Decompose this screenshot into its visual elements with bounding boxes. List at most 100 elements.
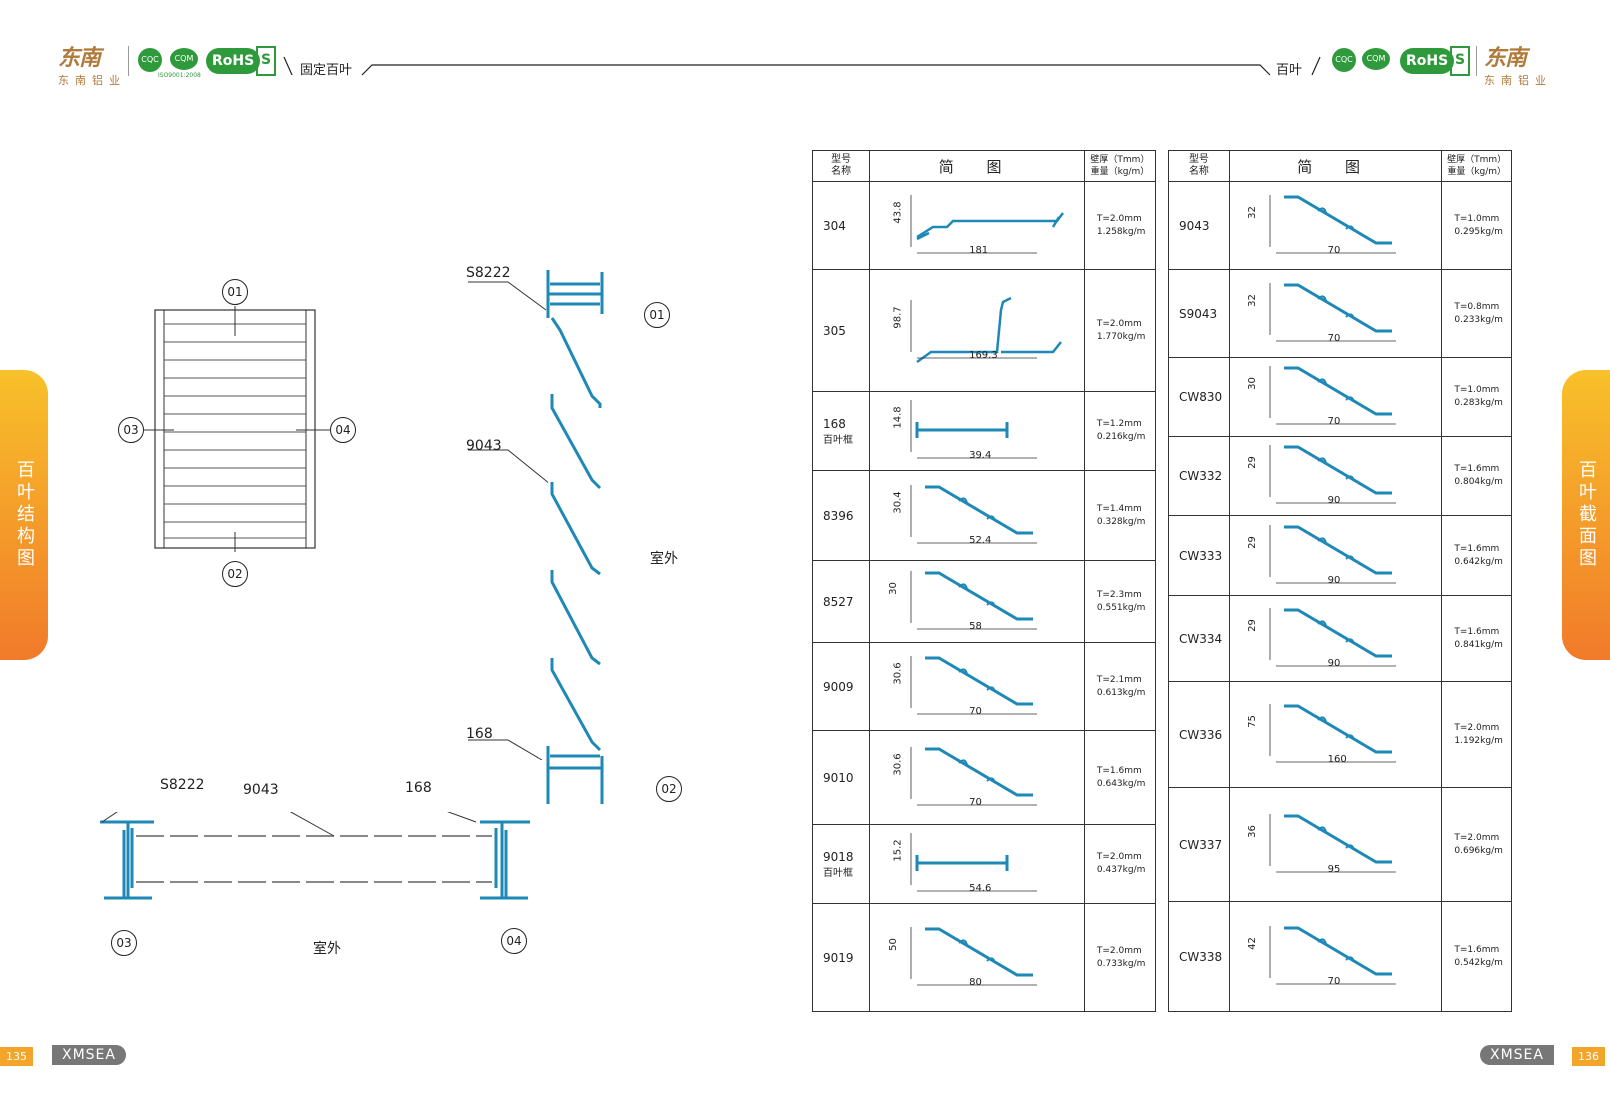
dim-height: 29 xyxy=(1246,618,1258,632)
spec-cell: T=1.0mm 0.283kg/m xyxy=(1441,357,1512,437)
logo-divider xyxy=(128,46,129,76)
model-cell: CW334 xyxy=(1168,595,1230,682)
model-code: 9009 xyxy=(823,679,854,694)
table-row: CW334 29 90 T=1.6mm 0.841kg/m xyxy=(1168,595,1512,682)
page-title-right: 百叶 xyxy=(1276,63,1303,78)
table-row: 9009 30.6 70 T=2.1mm 0.613kg/m xyxy=(811,642,1157,731)
table-row: S9043 32 70 T=0.8mm 0.233kg/m xyxy=(1168,269,1512,358)
wall-thickness: T=0.8mm xyxy=(1454,301,1500,312)
dim-length: 169.3 xyxy=(969,349,998,361)
profile-drawing xyxy=(1269,524,1396,583)
model-cell: 8527 xyxy=(811,560,871,643)
model-sub: 百叶框 xyxy=(823,867,853,879)
model-cell: 168 百叶框 xyxy=(811,391,871,471)
model-code: CW336 xyxy=(1179,727,1223,742)
model-cell: 9010 xyxy=(811,730,871,825)
wall-thickness: T=2.0mm xyxy=(1096,213,1142,224)
figure-cell: 98.7 169.3 xyxy=(869,269,1085,392)
figure-cell: 36 95 xyxy=(1228,787,1443,902)
model-cell: CW333 xyxy=(1168,515,1230,596)
profile-table-right: 型号名称 简 图 壁厚（Tmm）重量（kg/m） 9043 32 70 T=1.… xyxy=(1168,150,1512,1012)
dim-height: 30 xyxy=(1246,377,1258,390)
unit-weight: 0.437kg/m xyxy=(1096,865,1146,875)
header-figure-cell: 简 图 xyxy=(869,150,1085,182)
dim-length: 90 xyxy=(1327,495,1341,506)
model-cell: 9009 xyxy=(811,642,871,731)
dim-length: 70 xyxy=(969,796,982,808)
dim-length: 90 xyxy=(1327,574,1341,586)
dim-length: 70 xyxy=(1327,244,1341,256)
wall-thickness: T=1.2mm xyxy=(1096,419,1142,429)
table-row: CW337 36 95 T=2.0mm 0.696kg/m xyxy=(1168,787,1512,902)
header-spec-cell: 壁厚（Tmm）重量（kg/m） xyxy=(1441,150,1512,182)
spec-cell: T=2.3mm 0.551kg/m xyxy=(1083,560,1157,643)
model-cell: 9018 百叶框 xyxy=(811,824,871,904)
spec-cell: T=2.0mm 1.770kg/m xyxy=(1083,269,1157,392)
footer-brand-left: XMSEA xyxy=(52,1045,126,1065)
figure-cell: 29 90 xyxy=(1228,595,1443,682)
model-cell: 305 xyxy=(811,269,871,392)
marker-04-plan: 04 xyxy=(501,928,527,954)
cert-badge-right-icon: CQC xyxy=(1332,48,1356,72)
header-spec-line1: 壁厚（Tmm） xyxy=(1090,155,1150,165)
header-model-line1: 型号 xyxy=(1188,154,1209,165)
wall-thickness: T=2.0mm xyxy=(1096,318,1142,329)
dim-height: 30.4 xyxy=(892,490,904,514)
label-168-plan: 168 xyxy=(405,780,432,796)
table-row: 305 98.7 169.3 T=2.0mm 1.770kg/m xyxy=(811,269,1157,392)
dim-length: 58 xyxy=(969,620,982,632)
profile-drawing xyxy=(1269,925,1396,984)
table-row: 9019 50 80 T=2.0mm 0.733kg/m xyxy=(811,903,1157,1012)
model-code: 8396 xyxy=(823,508,854,523)
model-cell: 8396 xyxy=(811,470,871,561)
model-code: S9043 xyxy=(1179,306,1218,321)
profile-drawing xyxy=(1269,445,1396,504)
left-logo: 东南 东南铝业 xyxy=(58,40,126,88)
model-code: 304 xyxy=(823,218,846,233)
header-spec-cell: 壁厚（Tmm）重量（kg/m） xyxy=(1083,150,1157,182)
right-logo: 东南 东南铝业 xyxy=(1484,40,1552,88)
figure-cell: 75 160 xyxy=(1228,681,1443,788)
table-row: CW333 29 90 T=1.6mm 0.642kg/m xyxy=(1168,515,1512,596)
spec-cell: T=1.4mm 0.328kg/m xyxy=(1083,470,1157,561)
wall-thickness: T=1.6mm xyxy=(1454,543,1500,554)
table-row: 8396 30.4 52.4 T=1.4mm 0.328kg/m xyxy=(811,470,1157,561)
dim-height: 14.8 xyxy=(892,406,904,429)
dim-height: 75 xyxy=(1246,714,1258,728)
header-model-line1: 型号 xyxy=(831,154,852,165)
label-outside-section: 室外 xyxy=(650,551,678,567)
model-cell: 9043 xyxy=(1168,181,1230,270)
dim-height: 50 xyxy=(887,937,899,951)
marker-04-elevation: 04 xyxy=(330,417,356,443)
marker-02-elevation: 02 xyxy=(222,561,248,587)
model-cell: CW830 xyxy=(1168,357,1230,437)
header-model-cell: 型号名称 xyxy=(1168,150,1230,182)
wall-thickness: T=2.0mm xyxy=(1454,722,1500,733)
dim-length: 90 xyxy=(1327,657,1341,669)
profile-drawing xyxy=(910,400,1038,459)
model-cell: 304 xyxy=(811,181,871,270)
spec-cell: T=1.6mm 0.642kg/m xyxy=(1441,515,1512,596)
elevation-leader-lines xyxy=(140,429,330,431)
right-logo-text: 东南铝业 xyxy=(1484,74,1552,87)
figure-cell: 42 70 xyxy=(1228,901,1443,1012)
figure-cell: 30.6 70 xyxy=(869,730,1085,825)
dim-length: 70 xyxy=(1327,975,1341,987)
dim-length: 54.6 xyxy=(969,883,992,894)
wall-thickness: T=2.0mm xyxy=(1096,945,1142,956)
left-logo-text: 东南铝业 xyxy=(58,74,126,87)
unit-weight: 0.295kg/m xyxy=(1454,226,1503,237)
logo-divider-right xyxy=(1476,46,1477,76)
table-row: 168 百叶框 14.8 39.4 T=1.2mm 0.216kg/m xyxy=(811,391,1157,471)
model-code: CW338 xyxy=(1179,949,1223,964)
table-row: 9018 百叶框 15.2 54.6 T=2.0mm 0.437kg/m xyxy=(811,824,1157,904)
page-title-left: 固定百叶 xyxy=(300,63,353,78)
model-code: CW333 xyxy=(1179,548,1223,563)
model-code: 168 xyxy=(823,416,846,431)
unit-weight: 1.258kg/m xyxy=(1096,226,1146,237)
model-sub: 百叶框 xyxy=(823,434,853,446)
figure-cell: 32 70 xyxy=(1228,181,1443,270)
figure-cell: 50 80 xyxy=(869,903,1085,1012)
dim-height: 30 xyxy=(887,581,899,595)
model-code: CW334 xyxy=(1179,631,1223,646)
